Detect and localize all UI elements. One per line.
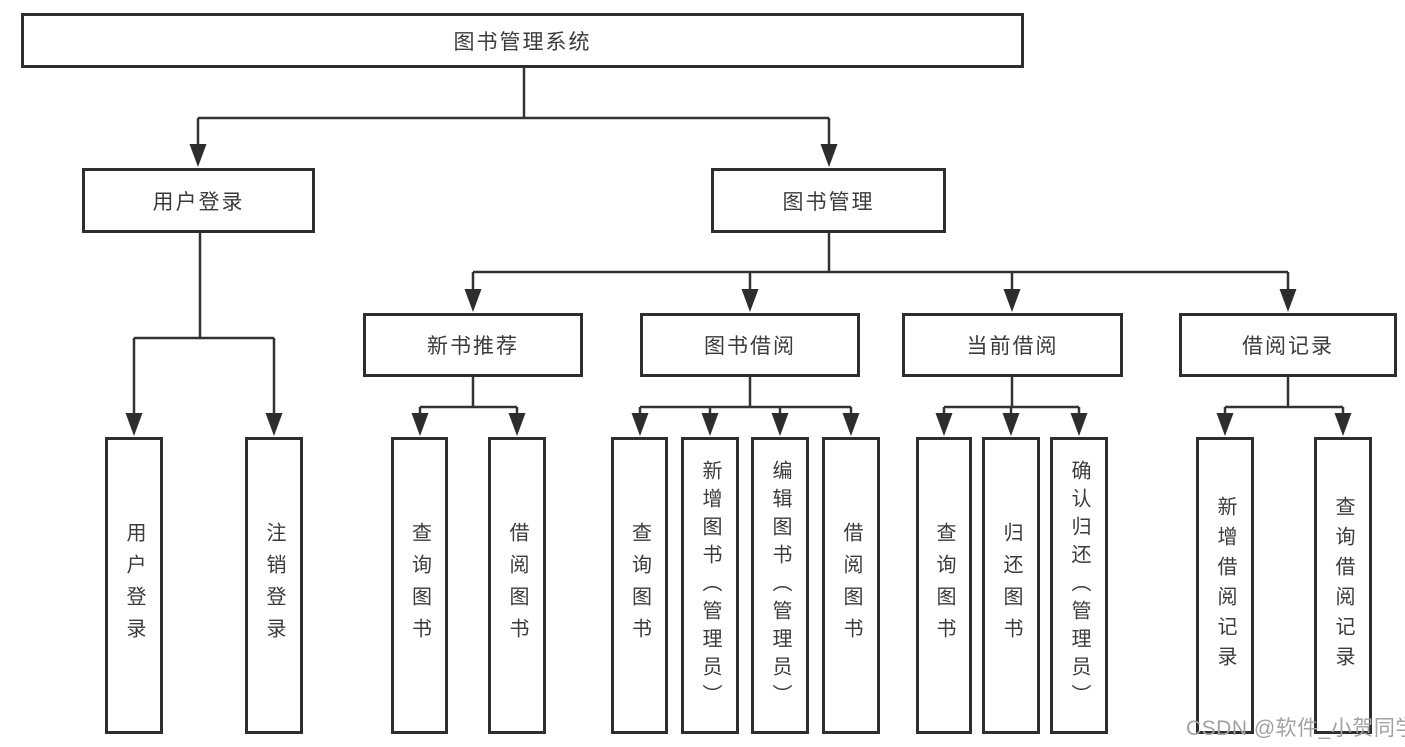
node-book-borrow-label: 图书借阅 (704, 335, 796, 358)
node-new-book-recommend-label: 新书推荐 (427, 335, 519, 358)
connector-segments (132, 68, 1345, 415)
node-book-mgmt: 图书管理 (711, 168, 946, 233)
leaf-add-borrow-record: 新增借阅记录 (1196, 437, 1254, 734)
leaf-confirm-return-admin: 确认归还（管理员） (1050, 437, 1108, 734)
leaf-user-login: 用户登录 (105, 437, 163, 734)
node-book-borrow: 图书借阅 (640, 313, 860, 377)
leaf-return-book: 归还图书 (982, 437, 1040, 734)
leaf-borrow-books-recommend: 借阅图书 (488, 437, 546, 734)
leaf-query-borrow-record: 查询借阅记录 (1314, 437, 1372, 734)
node-user-login-label: 用户登录 (152, 190, 245, 214)
node-borrow-records-label: 借阅记录 (1242, 335, 1334, 358)
leaf-query-books-recommend: 查询图书 (391, 437, 448, 734)
node-book-mgmt-label: 图书管理 (782, 190, 875, 214)
leaf-borrow-books: 借阅图书 (822, 437, 880, 734)
node-current-borrow-label: 当前借阅 (966, 335, 1059, 358)
node-root-label: 图书管理系统 (453, 30, 592, 54)
node-new-book-recommend: 新书推荐 (363, 313, 583, 377)
leaf-query-books-current: 查询图书 (916, 437, 972, 734)
node-root: 图书管理系统 (21, 13, 1024, 68)
leaf-query-books-borrow: 查询图书 (611, 437, 668, 734)
leaf-logout: 注销登录 (245, 437, 303, 734)
node-borrow-records: 借阅记录 (1179, 313, 1397, 377)
node-current-borrow: 当前借阅 (902, 313, 1123, 377)
leaf-add-book-admin: 新增图书（管理员） (681, 437, 739, 734)
leaf-edit-book-admin: 编辑图书（管理员） (751, 437, 809, 734)
csdn-watermark: CSDN @软件_小贺同学 (1186, 717, 1405, 740)
node-user-login: 用户登录 (82, 168, 315, 233)
